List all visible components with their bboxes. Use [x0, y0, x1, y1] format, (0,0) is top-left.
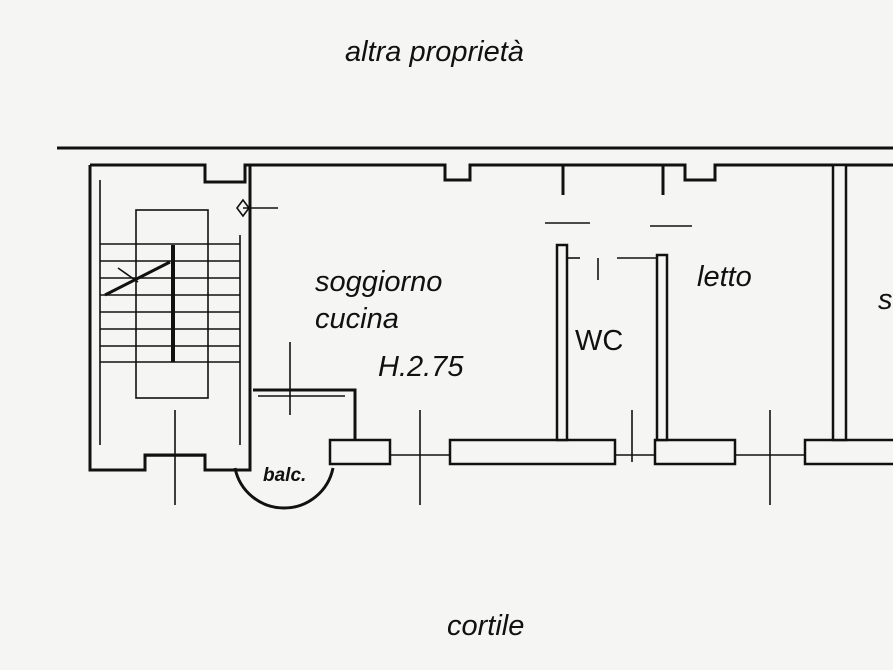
label-height: H.2.75 [378, 351, 464, 383]
label-letto: letto [697, 261, 752, 293]
entry-door-symbol [236, 198, 278, 218]
label-balcony: balc. [263, 465, 307, 486]
wall-pier [803, 438, 893, 466]
label-wc: WC [575, 325, 624, 357]
wc-wall-right [655, 253, 669, 442]
label-cortile: cortile [447, 610, 525, 642]
stair-steps [100, 243, 240, 363]
section-marks [174, 342, 771, 505]
wall-pier [653, 438, 737, 466]
label-cucina: cucina [315, 303, 399, 335]
label-altra-proprieta: altra proprietà [345, 36, 524, 68]
top-wall-inner [90, 163, 893, 184]
wall-pier [448, 438, 617, 466]
partition-wall [831, 163, 848, 442]
wc-wall-left [555, 243, 569, 442]
balcony-outline [233, 467, 335, 510]
label-partial-room: s [878, 284, 893, 316]
stair-well [135, 209, 209, 399]
wall-pier [328, 438, 392, 466]
balcony-recess [253, 388, 357, 442]
label-soggiorno: soggiorno [315, 266, 443, 298]
